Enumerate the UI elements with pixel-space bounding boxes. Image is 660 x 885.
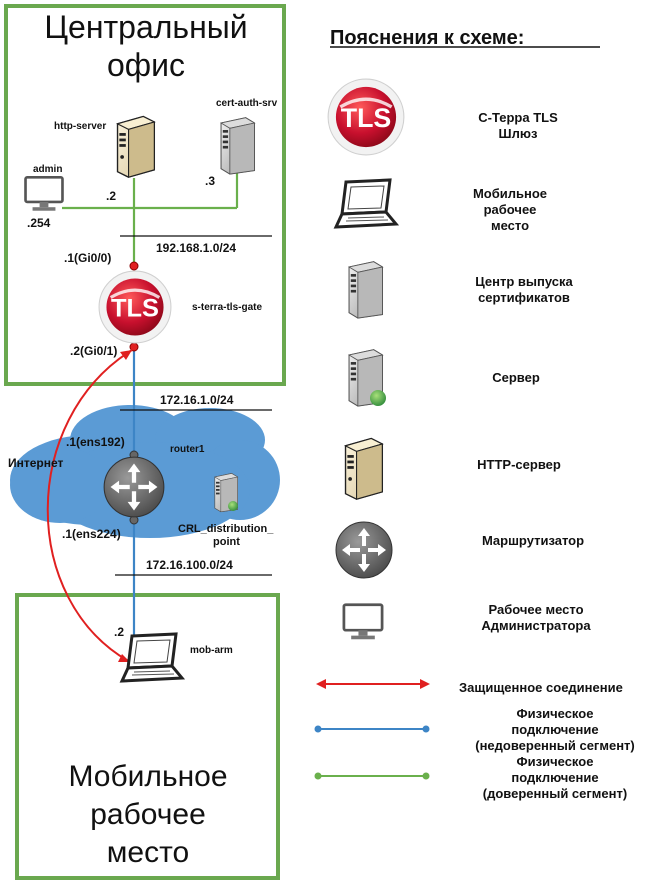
gateway-label: s-terra-tls-gate — [192, 302, 262, 313]
mobile-laptop-icon — [120, 632, 184, 683]
admin-monitor-icon — [24, 175, 64, 213]
http-server-label: http-server — [54, 121, 106, 132]
gi0-0-addr: .1(Gi0/0) — [64, 251, 111, 265]
legend-trusted-line — [314, 772, 430, 780]
legend-trusted-line1: Физическое — [517, 754, 594, 769]
legend-laptop-line1: Мобильное — [473, 186, 547, 201]
ens192-addr: .1(ens192) — [66, 435, 125, 449]
mob-arm-label: mob-arm — [190, 645, 233, 656]
legend-admin-icon — [342, 603, 384, 641]
legend-tls-line2: Шлюз — [499, 126, 538, 141]
router-icon — [103, 456, 165, 518]
legend-untrusted-line — [314, 725, 430, 733]
legend-untrusted-line3: (недоверенный сегмент) — [475, 738, 635, 753]
tls-gateway-icon — [98, 270, 172, 344]
admin-addr: .254 — [27, 216, 51, 230]
crl-label-line1: CRL_distribution_ — [178, 523, 274, 535]
legend-ca-line1: Центр выпуска — [475, 274, 573, 289]
legend-http-icon — [344, 437, 384, 500]
crl-globe-icon — [228, 501, 238, 511]
legend-server-label: Сервер — [492, 370, 540, 385]
legend-router-icon — [335, 521, 393, 579]
admin-label: admin — [33, 164, 62, 175]
gi0-1-addr: .2(Gi0/1) — [70, 344, 117, 358]
secure-connection-arrow — [46, 349, 133, 663]
legend-laptop-icon — [334, 178, 398, 229]
mob-addr: .2 — [114, 625, 124, 639]
cert-auth-label: cert-auth-srv — [216, 98, 278, 109]
legend-trusted-line3: (доверенный сегмент) — [483, 786, 627, 801]
mob-network-label: 172.16.100.0/24 — [146, 558, 233, 572]
lan-network-label: 192.168.1.0/24 — [156, 241, 236, 255]
office-title-line2: офис — [107, 47, 185, 83]
cert-addr: .3 — [205, 174, 215, 188]
gi0-0-port — [129, 261, 139, 271]
mobile-workplace-zone — [15, 593, 280, 880]
legend-untrusted-line1: Физическое — [517, 706, 594, 721]
ens224-addr: .1(ens224) — [62, 527, 121, 541]
legend-secure-line — [316, 679, 430, 689]
network-segment-lines — [115, 235, 272, 576]
cert-auth-server-icon — [220, 117, 256, 175]
legend-tls-line1: С-Терра TLS — [478, 110, 558, 125]
secure-arrowhead-bottom — [118, 654, 130, 662]
office-title-line1: Центральный — [44, 9, 247, 45]
legend-ca-line2: сертификатов — [478, 290, 570, 305]
legend-title: Пояснения к схеме: — [330, 27, 524, 49]
crl-label-line2: point — [213, 536, 240, 548]
mobile-title-line1: Мобильное — [68, 760, 227, 793]
legend-secure-label: Защищенное соединение — [459, 680, 623, 695]
mobile-title-line3: место — [107, 836, 189, 869]
legend-laptop-line3: место — [491, 218, 529, 233]
secure-arrowhead-top — [120, 350, 132, 360]
internet-label: Интернет — [8, 456, 64, 470]
central-office-zone — [4, 4, 286, 386]
legend-ca-icon — [348, 261, 384, 319]
legend-globe-icon — [370, 390, 386, 406]
legend-router-label: Маршрутизатор — [482, 533, 584, 548]
legend-trusted-line2: подключение — [511, 770, 598, 785]
legend-tls-icon — [327, 78, 405, 156]
router-label: router1 — [170, 444, 205, 455]
legend-admin-line1: Рабочее место — [488, 602, 583, 617]
legend-http-label: HTTP-сервер — [477, 457, 561, 472]
trusted-links — [62, 172, 239, 262]
http-server-icon — [116, 115, 156, 178]
legend-laptop-line2: рабочее — [484, 202, 537, 217]
http-addr: .2 — [106, 189, 116, 203]
wan-network-label: 172.16.1.0/24 — [160, 393, 234, 407]
mobile-title-line2: рабочее — [90, 798, 206, 831]
legend-untrusted-line2: подключение — [511, 722, 598, 737]
legend-admin-line2: Администратора — [481, 618, 591, 633]
